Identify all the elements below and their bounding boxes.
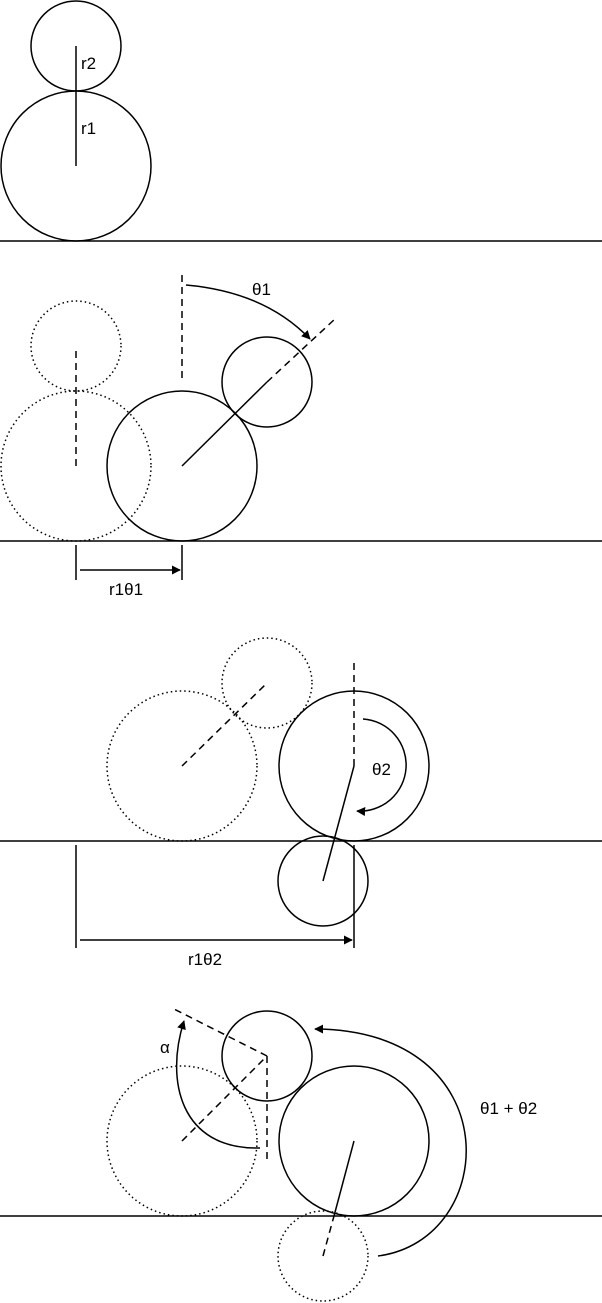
panel-rolled-theta1: θ1 r1θ1 — [0, 272, 602, 599]
large-circle — [278, 1065, 430, 1217]
ghost-large-circle — [106, 690, 258, 842]
theta2-arc-arrow — [356, 718, 407, 817]
label-r2: r2 — [81, 54, 96, 73]
ghost-radius-line-lower — [322, 1215, 335, 1257]
ghost-large-circle — [0, 390, 152, 542]
radius-line — [333, 1140, 355, 1217]
ghost-small-circle — [277, 1210, 369, 1302]
label-r1theta2: r1θ2 — [188, 950, 222, 969]
panel-rolled-theta2: θ2 r1θ2 — [0, 637, 602, 969]
ghost-small-circle — [221, 637, 313, 729]
label-theta1: θ1 — [252, 280, 271, 299]
small-circle — [221, 1010, 313, 1102]
radius-extension — [266, 317, 337, 383]
theta1-arc-arrow — [185, 284, 311, 340]
label-theta2: θ2 — [372, 760, 391, 779]
ghost-radius-line — [181, 682, 268, 767]
ghost-radius-line — [181, 1055, 268, 1142]
ghost-large-circle — [106, 1065, 258, 1217]
radius-line — [322, 765, 355, 882]
panel-initial: r2 r1 — [0, 0, 602, 242]
panel-combined: α θ1 + θ2 — [0, 1007, 602, 1302]
alpha-arc-arrow — [175, 1020, 261, 1149]
ghost-small-circle — [30, 300, 122, 392]
label-r1theta1: r1θ1 — [109, 580, 143, 599]
theta-sum-arc-arrow — [314, 1024, 467, 1257]
label-alpha: α — [160, 1038, 170, 1057]
label-theta-sum: θ1 + θ2 — [480, 1099, 537, 1118]
label-r1: r1 — [81, 119, 96, 138]
small-circle — [277, 835, 369, 927]
radius-line — [181, 381, 268, 467]
large-circle — [106, 390, 258, 542]
small-circle — [221, 336, 313, 428]
rotated-reference — [171, 1007, 268, 1057]
